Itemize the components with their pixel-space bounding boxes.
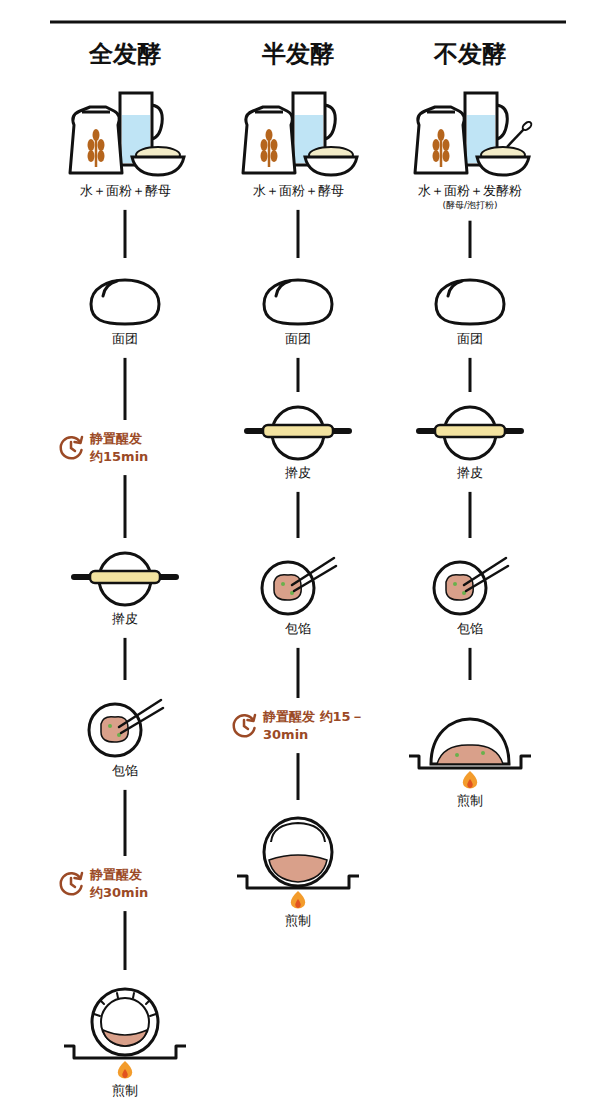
process-step: 水＋面粉＋酵母 bbox=[60, 85, 190, 200]
rest-time-label: 静置醒发 约15min bbox=[90, 430, 194, 465]
process-step: 面团 bbox=[258, 268, 338, 348]
rest-text-group: 静置醒发 约30min bbox=[86, 866, 194, 901]
process-step: 包馅 bbox=[428, 548, 512, 638]
step-label: 煎制 bbox=[285, 913, 311, 930]
process-step: 水＋面粉＋发酵粉(酵母/泡打粉) bbox=[405, 85, 535, 211]
process-step: 擀皮 bbox=[243, 402, 353, 482]
step-connector bbox=[469, 358, 472, 392]
step-label: 面团 bbox=[285, 331, 311, 348]
dough-icon bbox=[85, 268, 165, 328]
step-label: 包馅 bbox=[112, 763, 138, 780]
step-connector bbox=[124, 790, 127, 856]
step-label: 水＋面粉＋发酵粉 bbox=[418, 183, 522, 200]
rest-step: 静置醒发 约15min bbox=[56, 430, 194, 465]
pan2-icon bbox=[233, 810, 363, 910]
clock-icon bbox=[56, 433, 86, 463]
step-connector bbox=[124, 475, 127, 538]
process-step: 煎制 bbox=[60, 980, 190, 1100]
step-connector bbox=[297, 358, 300, 392]
pin-icon bbox=[243, 402, 353, 462]
step-label: 面团 bbox=[457, 331, 483, 348]
column-heading: 全发酵 bbox=[89, 38, 161, 70]
process-step: 面团 bbox=[430, 268, 510, 348]
pan1-icon bbox=[60, 980, 190, 1080]
step-connector bbox=[469, 492, 472, 538]
rest-text-group: 静置醒发 约15－30min bbox=[259, 708, 367, 743]
step-connector bbox=[297, 648, 300, 698]
pan3-icon bbox=[405, 690, 535, 790]
step-label: 煎制 bbox=[457, 793, 483, 810]
step-connector bbox=[297, 492, 300, 538]
step-connector bbox=[124, 210, 127, 258]
ingr-icon bbox=[233, 85, 363, 180]
dough-icon bbox=[430, 268, 510, 328]
rest-step: 静置醒发 约30min bbox=[56, 866, 194, 901]
process-step: 煎制 bbox=[405, 690, 535, 810]
ingr-icon bbox=[60, 85, 190, 180]
pin-icon bbox=[70, 548, 180, 608]
step-connector bbox=[124, 638, 127, 680]
step-label: 擀皮 bbox=[112, 611, 138, 628]
process-step: 面团 bbox=[85, 268, 165, 348]
clock-icon bbox=[229, 711, 259, 741]
step-label: 面团 bbox=[112, 331, 138, 348]
step-label: 水＋面粉＋酵母 bbox=[253, 183, 344, 200]
rest-time-label: 静置醒发 约15－30min bbox=[263, 708, 367, 743]
step-label: 水＋面粉＋酵母 bbox=[80, 183, 171, 200]
step-connector bbox=[297, 753, 300, 800]
ingr2-icon bbox=[405, 85, 535, 180]
step-connector bbox=[124, 358, 127, 420]
fill-icon bbox=[83, 690, 167, 760]
step-label: 擀皮 bbox=[285, 465, 311, 482]
fill-icon bbox=[428, 548, 512, 618]
step-connector bbox=[469, 648, 472, 680]
process-step: 水＋面粉＋酵母 bbox=[233, 85, 363, 200]
rest-text-group: 静置醒发 约15min bbox=[86, 430, 194, 465]
dough-icon bbox=[258, 268, 338, 328]
column-heading: 半发酵 bbox=[262, 38, 334, 70]
pin-icon bbox=[415, 402, 525, 462]
step-label: 擀皮 bbox=[457, 465, 483, 482]
rest-time-label: 静置醒发 约30min bbox=[90, 866, 194, 901]
step-connector bbox=[469, 221, 472, 258]
step-label: 煎制 bbox=[112, 1083, 138, 1100]
fill-icon bbox=[256, 548, 340, 618]
rest-step: 静置醒发 约15－30min bbox=[229, 708, 367, 743]
step-connector bbox=[297, 210, 300, 258]
step-label: 包馅 bbox=[285, 621, 311, 638]
step-note: (酵母/泡打粉) bbox=[442, 200, 497, 211]
step-label: 包馅 bbox=[457, 621, 483, 638]
process-step: 煎制 bbox=[233, 810, 363, 930]
clock-icon bbox=[56, 869, 86, 899]
process-step: 包馅 bbox=[83, 690, 167, 780]
process-step: 擀皮 bbox=[70, 548, 180, 628]
process-step: 包馅 bbox=[256, 548, 340, 638]
column-heading: 不发酵 bbox=[434, 38, 506, 70]
process-step: 擀皮 bbox=[415, 402, 525, 482]
step-connector bbox=[124, 911, 127, 970]
